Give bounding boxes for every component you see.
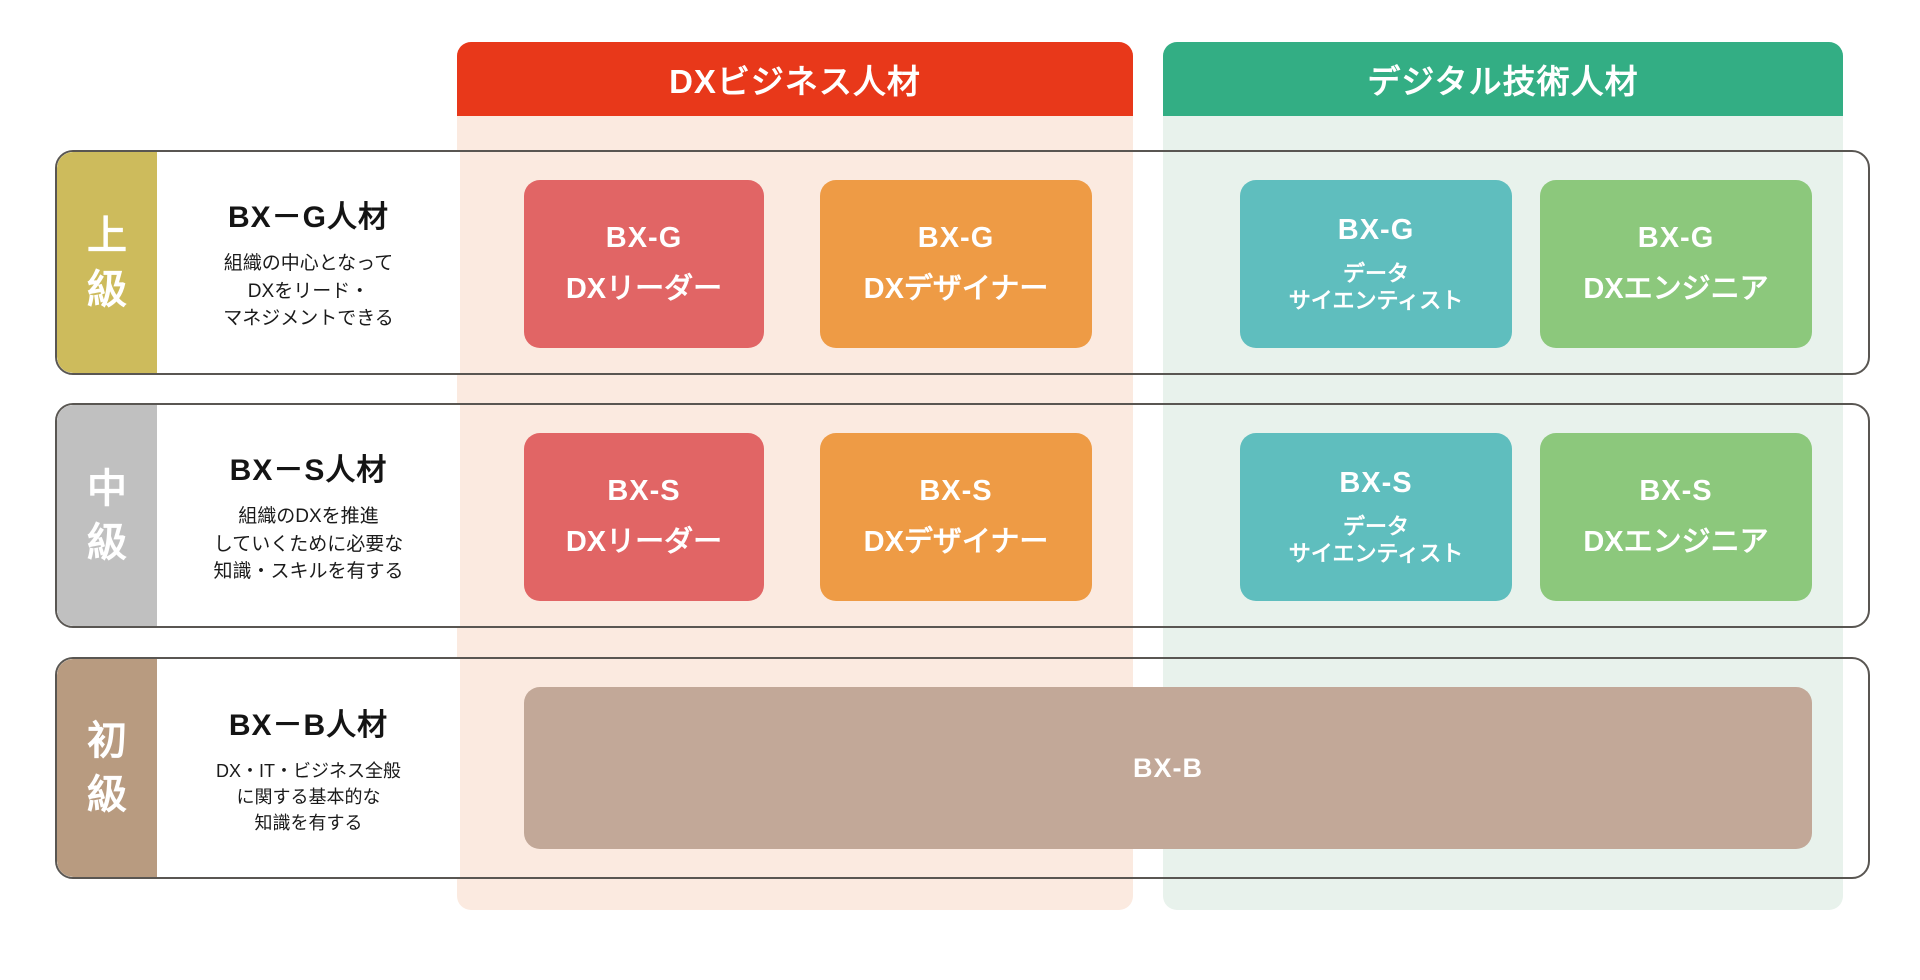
row-advanced-label-plate: 上 級 BX－G人材 組織の中心となって DXをリード・ マネジメントできる	[57, 152, 460, 373]
row-advanced-label: BX－G人材 組織の中心となって DXをリード・ マネジメントできる	[157, 152, 460, 373]
column-header-business-label: DXビジネス人材	[669, 63, 921, 100]
column-header-tech-label: デジタル技術人材	[1367, 63, 1639, 100]
card-bxs-dx-leader[interactable]: BX-S DXリーダー	[524, 433, 764, 601]
row-intermediate-label-plate: 中 級 BX－S人材 組織のDXを推進 していくために必要な 知識・スキルを有す…	[57, 405, 460, 626]
row-intermediate-description: 組織のDXを推進 していくために必要な 知識・スキルを有する	[213, 506, 404, 583]
card-bxg-data-scientist[interactable]: BX-G データ サイエンティスト	[1240, 180, 1512, 348]
card-bxg-dx-designer[interactable]: BX-G DXデザイナー	[820, 180, 1092, 348]
row-advanced-title: BX－G人材	[227, 201, 389, 235]
card-bxg-dx-designer-role: DXデザイナー	[863, 273, 1049, 305]
column-header-tech: デジタル技術人材	[1163, 42, 1843, 116]
level-badge-advanced-char-2: 級	[87, 267, 127, 312]
card-bxg-dx-engineer-code: BX-G	[1637, 222, 1715, 255]
row-intermediate-cards: BX-S DXリーダー BX-S DXデザイナー BX-S データ サイエンティ…	[460, 405, 1868, 626]
card-bxg-dx-leader-role: DXリーダー	[565, 273, 723, 305]
row-advanced: 上 級 BX－G人材 組織の中心となって DXをリード・ マネジメントできる B…	[55, 150, 1870, 375]
card-bxg-dx-designer-code: BX-G	[917, 222, 995, 255]
card-bxs-dx-engineer[interactable]: BX-S DXエンジニア	[1540, 433, 1812, 601]
card-bxs-dx-engineer-role: DXエンジニア	[1583, 526, 1769, 558]
card-bxg-dx-engineer-role: DXエンジニア	[1583, 273, 1769, 305]
card-bxg-dx-leader[interactable]: BX-G DXリーダー	[524, 180, 764, 348]
card-bxb-code: BX-B	[1133, 752, 1203, 783]
level-badge-basic-char-2: 級	[87, 773, 127, 817]
row-basic-label: BX－B人材 DX・IT・ビジネス全般 に関する基本的な 知識を有する	[157, 659, 460, 877]
row-basic-description: DX・IT・ビジネス全般 に関する基本的な 知識を有する	[215, 760, 401, 834]
card-bxs-data-scientist-code: BX-S	[1339, 467, 1413, 500]
card-bxg-dx-leader-code: BX-G	[605, 222, 683, 255]
card-bxb[interactable]: BX-B	[524, 687, 1812, 849]
level-badge-advanced: 上 級	[57, 152, 157, 373]
row-intermediate-label: BX－S人材 組織のDXを推進 していくために必要な 知識・スキルを有する	[157, 405, 460, 626]
level-badge-basic: 初 級	[57, 659, 157, 877]
card-bxs-dx-designer-role: DXデザイナー	[863, 526, 1049, 558]
card-bxs-data-scientist-role: データ サイエンティスト	[1288, 513, 1464, 567]
card-bxs-data-scientist[interactable]: BX-S データ サイエンティスト	[1240, 433, 1512, 601]
card-bxs-dx-designer-code: BX-S	[919, 475, 993, 508]
card-bxs-dx-designer[interactable]: BX-S DXデザイナー	[820, 433, 1092, 601]
level-badge-basic-char-1: 初	[87, 719, 127, 763]
card-bxg-data-scientist-code: BX-G	[1337, 214, 1415, 247]
row-basic: 初 級 BX－B人材 DX・IT・ビジネス全般 に関する基本的な 知識を有する …	[55, 657, 1870, 879]
card-bxs-dx-leader-code: BX-S	[607, 475, 681, 508]
card-bxs-dx-engineer-code: BX-S	[1639, 475, 1713, 508]
card-bxg-data-scientist-role: データ サイエンティスト	[1288, 260, 1464, 314]
row-advanced-cards: BX-G DXリーダー BX-G DXデザイナー BX-G データ サイエンティ…	[460, 152, 1868, 373]
row-advanced-description: 組織の中心となって DXをリード・ マネジメントできる	[223, 253, 394, 330]
level-badge-intermediate-char-1: 中	[87, 466, 127, 511]
row-basic-label-plate: 初 級 BX－B人材 DX・IT・ビジネス全般 に関する基本的な 知識を有する	[57, 659, 460, 877]
level-badge-intermediate: 中 級	[57, 405, 157, 626]
row-intermediate: 中 級 BX－S人材 組織のDXを推進 していくために必要な 知識・スキルを有す…	[55, 403, 1870, 628]
column-header-business: DXビジネス人材	[457, 42, 1133, 116]
row-intermediate-title: BX－S人材	[229, 454, 388, 488]
card-bxg-dx-engineer[interactable]: BX-G DXエンジニア	[1540, 180, 1812, 348]
level-badge-intermediate-char-2: 級	[87, 520, 127, 565]
card-bxs-dx-leader-role: DXリーダー	[565, 526, 723, 558]
level-badge-advanced-char-1: 上	[87, 213, 127, 258]
row-basic-cards: BX-B	[460, 659, 1868, 877]
row-basic-title: BX－B人材	[228, 708, 389, 742]
